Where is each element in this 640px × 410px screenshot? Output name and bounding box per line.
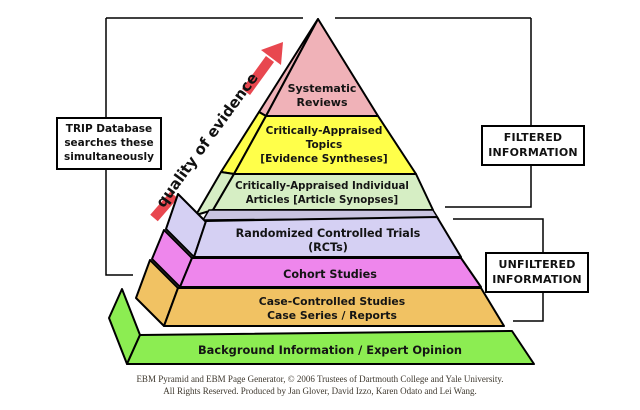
trip-line-3: simultaneously [64,151,154,163]
label-articles-2: Articles [Article Synopses] [246,195,398,206]
trip-bracket [105,18,133,276]
label-topics-3: [Evidence Syntheses] [260,153,387,165]
filtered-bracket [445,18,532,208]
label-topics-1: Critically-Appraised [266,125,383,137]
credits-line-1: EBM Pyramid and EBM Page Generator, © 20… [136,374,504,384]
filtered-information-box: FILTERED INFORMATION [481,125,585,166]
trip-database-box: TRIP Database searches these simultaneou… [56,117,162,170]
pyramid-labels: Systematic Reviews Critically-Appraised … [198,82,462,357]
label-articles-1: Critically-Appraised Individual [235,181,409,192]
filtered-line-2: INFORMATION [488,146,578,159]
quality-arrow-icon [150,42,283,222]
unfiltered-line-2: INFORMATION [492,273,582,286]
unfiltered-line-1: UNFILTERED [498,258,576,271]
label-systematic-1: Systematic [288,82,357,95]
credits-line-2: All Rights Reserved. Produced by Jan Glo… [163,386,477,396]
label-rcts-1: Randomized Controlled Trials [236,227,421,240]
unfiltered-information-box: UNFILTERED INFORMATION [485,252,589,293]
label-case-controlled-2: Case Series / Reports [267,309,397,322]
trip-line-2: searches these [64,137,154,149]
filtered-line-1: FILTERED [503,131,563,144]
label-background: Background Information / Expert Opinion [198,343,462,357]
label-systematic-2: Reviews [296,96,347,109]
pyramid-upper-front [212,18,434,211]
pyramid-lower-slabs [108,193,535,365]
label-cohort: Cohort Studies [283,268,377,281]
credits: EBM Pyramid and EBM Page Generator, © 20… [0,373,640,397]
pyramid-layer-background [126,330,535,365]
label-rcts-2: (RCTs) [308,241,348,254]
pyramid-layer-case-controlled [163,287,505,327]
label-topics-2: Topics [306,139,343,151]
label-case-controlled-1: Case-Controlled Studies [259,295,405,308]
trip-line-1: TRIP Database [65,123,153,135]
